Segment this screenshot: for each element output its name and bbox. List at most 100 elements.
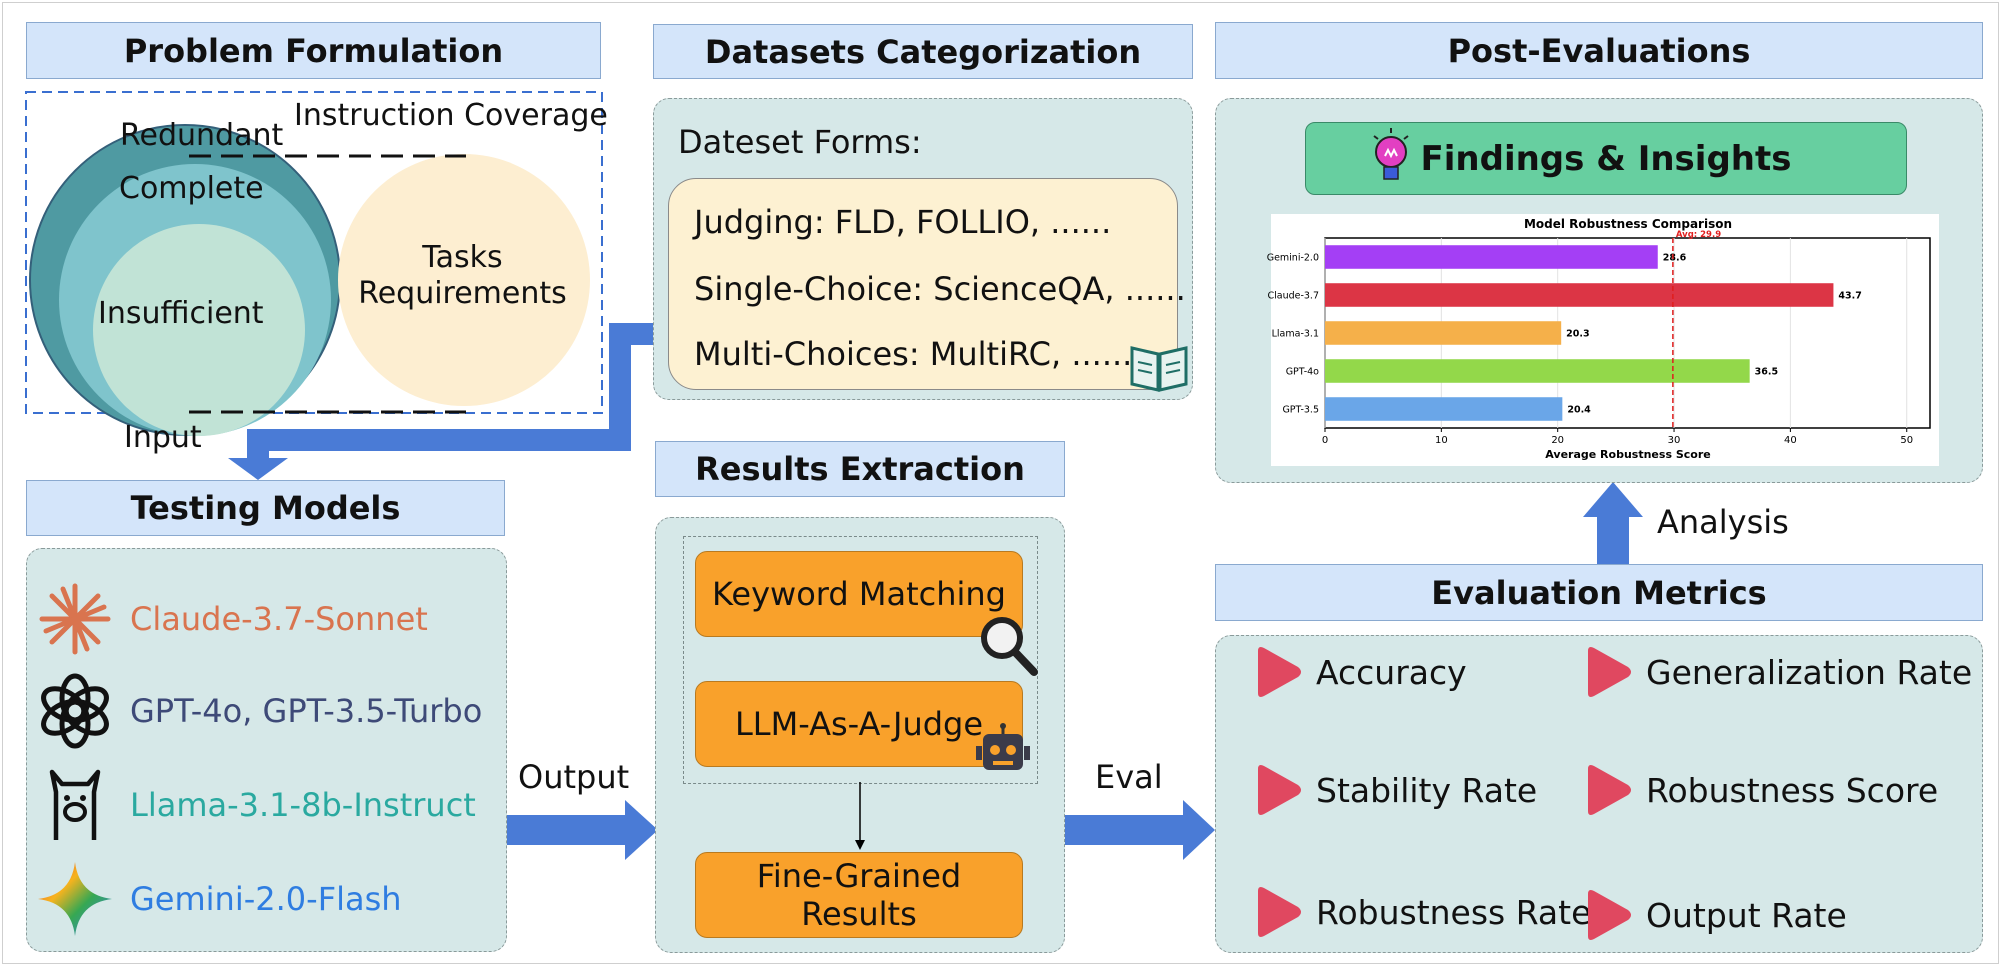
chart-bar (1325, 359, 1750, 383)
datasets-categorization-header: Datasets Categorization (653, 24, 1193, 79)
testing-models-header: Testing Models (26, 480, 505, 536)
tasks-label-line1: Tasks (422, 240, 503, 275)
coverage-frame (25, 91, 603, 414)
redundant-label: Redundant (120, 118, 284, 153)
metric-generalization-rate: Generalization Rate (1582, 645, 1972, 699)
chart-x-tick-label: 50 (1900, 435, 1913, 446)
chart-bar (1325, 283, 1834, 307)
analysis-arrow-shaft (1597, 515, 1629, 565)
complete-label: Complete (119, 171, 264, 206)
dataset-form-judging: Judging: FLD, FOLLIO, ...... (694, 203, 1112, 241)
tasks-requirements-label: Tasks Requirements (340, 240, 585, 312)
insufficient-circle (93, 224, 305, 436)
dataset-forms-title: Dateset Forms: (678, 123, 922, 161)
input-label: Input (124, 420, 202, 455)
fine-grained-results-box: Fine-Grained Results (695, 852, 1023, 938)
metric-accuracy: Accuracy (1252, 645, 1467, 699)
post-evaluations-header: Post-Evaluations (1215, 22, 1983, 79)
chart-x-tick-label: 40 (1784, 435, 1797, 446)
output-arrow-shaft (505, 815, 627, 845)
chart-x-tick-label: 0 (1322, 435, 1328, 446)
robustness-bar-chart: Model Robustness Comparison Average Robu… (1267, 217, 1931, 461)
problem-formulation-header: Problem Formulation (26, 22, 601, 79)
chart-category-label: Llama-3.1 (1272, 329, 1319, 340)
insufficient-label: Insufficient (98, 296, 264, 331)
dataset-form-multi-choices: Multi-Choices: MultiRC, ...... (694, 335, 1133, 373)
output-label: Output (518, 758, 630, 796)
input-connector (247, 323, 655, 465)
lightbulb-icon (1373, 128, 1409, 180)
chart-bar (1325, 397, 1563, 421)
fine-grained-pointer (855, 782, 865, 850)
model-label-claude: Claude-3.7-Sonnet (130, 600, 428, 638)
chart-title: Model Robustness Comparison (1524, 217, 1732, 231)
findings-insights-label: Findings & Insights (1420, 138, 1792, 179)
magnifier-icon (981, 617, 1038, 676)
instruction-coverage-label: Instruction Coverage (294, 98, 608, 133)
openai-icon (41, 673, 109, 749)
input-arrowhead (228, 458, 288, 480)
play-icon (1588, 765, 1631, 815)
keyword-matching-label: Keyword Matching (712, 575, 1006, 613)
fine-grained-label-line1: Fine-Grained (756, 857, 962, 895)
testing-models-panel (26, 548, 507, 952)
eval-label: Eval (1095, 758, 1163, 796)
metric-label-stability-rate: Stability Rate (1316, 770, 1538, 810)
model-gpt: GPT-4o, GPT-3.5-Turbo (36, 672, 482, 750)
chart-x-tick-label: 20 (1551, 435, 1564, 446)
model-label-llama: Llama-3.1-8b-Instruct (130, 786, 476, 824)
evaluation-metrics-header: Evaluation Metrics (1215, 564, 1983, 621)
metric-label-accuracy: Accuracy (1316, 652, 1467, 692)
chart-value-label: 20.4 (1567, 405, 1591, 416)
chart-value-label: 43.7 (1838, 291, 1861, 302)
llm-as-a-judge-box: LLM-As-A-Judge (695, 681, 1023, 767)
results-extraction-header: Results Extraction (655, 441, 1065, 497)
instruction-coverage-diagram (25, 91, 603, 436)
metric-robustness-score: Robustness Score (1582, 763, 1938, 817)
metric-robustness-rate: Robustness Rate (1252, 885, 1591, 939)
output-arrowhead (625, 800, 658, 860)
tasks-circle (338, 154, 590, 406)
fine-grained-label-line2: Results (801, 895, 917, 933)
model-label-gemini: Gemini-2.0-Flash (130, 880, 402, 918)
play-icon (1258, 887, 1301, 937)
analysis-arrowhead (1583, 482, 1643, 517)
play-icon (1258, 765, 1301, 815)
chart-x-tick-label: 10 (1435, 435, 1448, 446)
play-icon (1258, 647, 1301, 697)
metric-stability-rate: Stability Rate (1252, 763, 1537, 817)
model-label-gpt: GPT-4o, GPT-3.5-Turbo (130, 692, 483, 730)
metric-label-robustness-score: Robustness Score (1646, 770, 1939, 810)
metric-label-robustness-rate: Robustness Rate (1316, 892, 1592, 932)
chart-value-label: 36.5 (1755, 367, 1778, 378)
dataset-form-single-choice: Single-Choice: ScienceQA, ...... (694, 270, 1186, 308)
chart-bar (1325, 245, 1658, 269)
chart-bar (1325, 321, 1562, 345)
eval-arrowhead (1183, 800, 1215, 860)
play-icon (1588, 647, 1631, 697)
metric-label-generalization-rate: Generalization Rate (1646, 652, 1973, 692)
metric-label-output-rate: Output Rate (1646, 895, 1847, 935)
chart-category-label: Claude-3.7 (1267, 291, 1319, 302)
chart-x-tick-label: 30 (1668, 435, 1681, 446)
chart-category-label: GPT-3.5 (1282, 405, 1319, 416)
claude-icon (39, 583, 111, 655)
chart-average-label: Avg: 29.9 (1676, 230, 1721, 240)
play-icon (1588, 890, 1631, 940)
keyword-matching-box: Keyword Matching (695, 551, 1023, 637)
book-icon (1130, 346, 1188, 392)
analysis-label: Analysis (1657, 503, 1789, 541)
model-claude: Claude-3.7-Sonnet (36, 582, 428, 656)
tasks-label-line2: Requirements (358, 276, 567, 311)
metric-output-rate: Output Rate (1582, 888, 1847, 942)
model-llama: Llama-3.1-8b-Instruct (36, 766, 476, 844)
chart-category-label: GPT-4o (1286, 367, 1319, 378)
dataset-forms-box (668, 178, 1178, 390)
robot-icon (976, 723, 1030, 770)
model-gemini: Gemini-2.0-Flash (36, 860, 402, 938)
chart-value-label: 20.3 (1566, 329, 1589, 340)
chart-category-label: Gemini-2.0 (1267, 253, 1319, 264)
llm-as-a-judge-label: LLM-As-A-Judge (734, 705, 984, 743)
